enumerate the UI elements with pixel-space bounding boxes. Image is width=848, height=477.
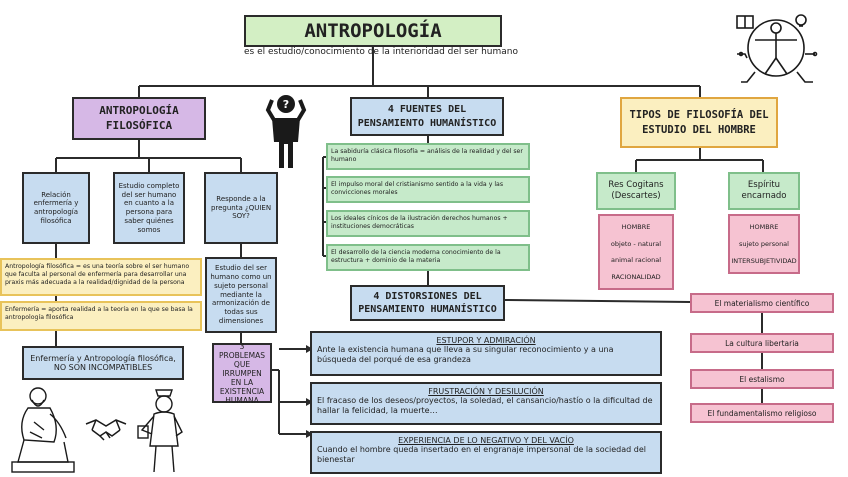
espiritu-encarnado-box: Espíritu encarnado — [728, 172, 800, 210]
nurse-icon — [130, 386, 196, 476]
detail-line: RACIONALIDAD — [600, 273, 672, 281]
conclusion-box: Enfermería y Antropología filosófica, NO… — [22, 346, 184, 380]
page-title: ANTROPOLOGÍA — [244, 15, 502, 47]
distorsion-item-1: El materialismo científico — [690, 293, 834, 313]
definicion-enfermeria: Enfermería = aporta realidad a la teoría… — [0, 301, 202, 331]
detail-line: HOMBRE — [600, 223, 672, 231]
fuente-item-1: La sabiduría clásica filosofía = análisi… — [326, 143, 530, 170]
quien-soy-box: Responde a la pregunta ¿QUIEN SOY? — [204, 172, 278, 244]
detail-line: INTERSUBJETIVIDAD — [730, 257, 798, 265]
page-subtitle: es el estudio/conocimiento de la interio… — [244, 47, 604, 57]
distorsion-item-4: El fundamentalismo religioso — [690, 403, 834, 423]
res-cogitans-detail: HOMBRE objeto - natural animal racional … — [598, 214, 674, 290]
relacion-box: Relación enfermería y antropología filos… — [22, 172, 90, 244]
antropologia-filosofica-heading: ANTROPOLOGÍA FILOSÓFICA — [72, 97, 206, 140]
detail-line: sujeto personal — [730, 240, 798, 248]
svg-text:?: ? — [283, 98, 289, 111]
philosopher-statue-icon — [8, 382, 86, 476]
distorsion-item-2: La cultura libertaria — [690, 333, 834, 353]
problema-box-3: EXPERIENCIA DE LO NEGATIVO Y DEL VACÍO C… — [310, 431, 662, 474]
fuente-item-3: Los ideales cínicos de la ilustración de… — [326, 210, 530, 237]
fuente-item-2: El impulso moral del cristianismo sentid… — [326, 176, 530, 203]
tres-problemas-box: 3 PROBLEMAS QUE IRRUMPEN EN LA EXISTENCI… — [212, 343, 272, 403]
problema-box-2: FRUSTRACIÓN Y DESILUCIÓN El fracaso de l… — [310, 382, 662, 425]
detail-line: HOMBRE — [730, 223, 798, 231]
tipos-heading: TIPOS DE FILOSOFÍA DEL ESTUDIO DEL HOMBR… — [620, 97, 778, 148]
problema-title: FRUSTRACIÓN Y DESILUCIÓN — [317, 387, 655, 396]
fuente-item-4: El desarrollo de la ciencia moderna cono… — [326, 244, 530, 271]
problema-text: Cuando el hombre queda insertado en el e… — [317, 445, 655, 466]
fuentes-heading: 4 FUENTES DEL PENSAMIENTO HUMANÍSTICO — [350, 97, 504, 136]
thinking-person-icon: ? — [262, 92, 310, 170]
estudio-completo-box: Estudio completo del ser humano en cuant… — [113, 172, 185, 244]
problema-box-1: ESTUPOR Y ADMIRACIÓN Ante la existencia … — [310, 331, 662, 376]
distorsion-item-3: El estalismo — [690, 369, 834, 389]
definicion-antropologia: Antropología filosófica = es una teoría … — [0, 258, 202, 296]
detail-line: objeto - natural — [600, 240, 672, 248]
vitruvian-man-icon — [733, 8, 819, 90]
problema-title: ESTUPOR Y ADMIRACIÓN — [317, 336, 655, 345]
detail-line: animal racional — [600, 256, 672, 264]
res-cogitans-box: Res Cogitans (Descartes) — [596, 172, 676, 210]
handshake-icon — [84, 414, 128, 444]
problema-text: El fracaso de los deseos/proyectos, la s… — [317, 396, 655, 417]
distorsiones-heading: 4 DISTORSIONES DEL PENSAMIENTO HUMANÍSTI… — [350, 285, 505, 321]
espiritu-encarnado-detail: HOMBRE sujeto personal INTERSUBJETIVIDAD — [728, 214, 800, 274]
estudio-ser-humano-box: Estudio del ser humano como un sujeto pe… — [205, 257, 277, 333]
problema-title: EXPERIENCIA DE LO NEGATIVO Y DEL VACÍO — [317, 436, 655, 445]
problema-text: Ante la existencia humana que lleva a su… — [317, 345, 655, 366]
